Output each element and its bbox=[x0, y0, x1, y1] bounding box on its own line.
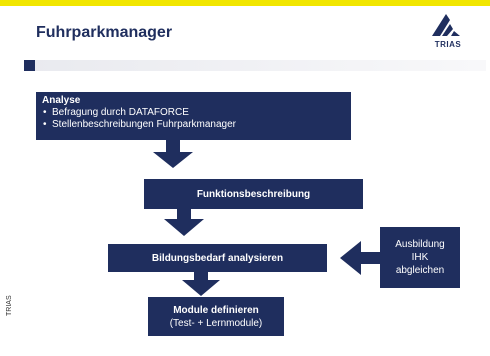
trias-logo: TRIAS bbox=[426, 10, 466, 52]
module-title: Module definieren bbox=[173, 304, 259, 316]
ausbildung-box: Ausbildung IHK abgleichen bbox=[380, 227, 460, 288]
analyse-bullet-item: • Stellenbeschreibungen Fuhrparkmanager bbox=[42, 119, 345, 131]
bullet-icon: • bbox=[43, 119, 47, 130]
title-band-accent bbox=[24, 60, 35, 71]
module-definieren-box: Module definieren (Test- + Lernmodule) bbox=[148, 297, 284, 336]
bullet-icon: • bbox=[43, 107, 47, 118]
trias-logo-icon bbox=[432, 14, 460, 36]
analyse-box: Analyse • Befragung durch DATAFORCE • St… bbox=[36, 92, 351, 140]
ausbildung-line: Ausbildung bbox=[395, 239, 445, 250]
analyse-bullet-text: Stellenbeschreibungen Fuhrparkmanager bbox=[52, 119, 237, 130]
funktionsbeschreibung-box: Funktionsbeschreibung bbox=[144, 179, 363, 209]
module-subtitle: (Test- + Lernmodule) bbox=[169, 317, 263, 329]
analyse-heading: Analyse bbox=[42, 95, 81, 106]
analyse-bullet-list: • Befragung durch DATAFORCE • Stellenbes… bbox=[42, 107, 345, 131]
ausbildung-line: IHK bbox=[411, 252, 429, 263]
logo-text: TRIAS bbox=[434, 40, 462, 49]
title-band bbox=[24, 60, 486, 71]
ausbildung-line: abgleichen bbox=[395, 265, 445, 276]
slide-title: Fuhrparkmanager bbox=[36, 24, 173, 41]
arrow-bildung-to-module bbox=[182, 272, 220, 296]
bildungsbedarf-box: Bildungsbedarf analysieren bbox=[108, 244, 327, 272]
analyse-bullet-text: Befragung durch DATAFORCE bbox=[52, 107, 189, 118]
bildungsbedarf-label: Bildungsbedarf analysieren bbox=[151, 252, 284, 264]
arrow-ausbildung-to-bildung bbox=[340, 241, 380, 275]
arrow-analyse-to-funktion bbox=[153, 140, 193, 168]
analyse-bullet-item: • Befragung durch DATAFORCE bbox=[42, 107, 345, 119]
arrow-funktion-to-bildung bbox=[164, 209, 204, 236]
top-accent-bar bbox=[0, 0, 490, 6]
funktionsbeschreibung-label: Funktionsbeschreibung bbox=[196, 188, 311, 200]
